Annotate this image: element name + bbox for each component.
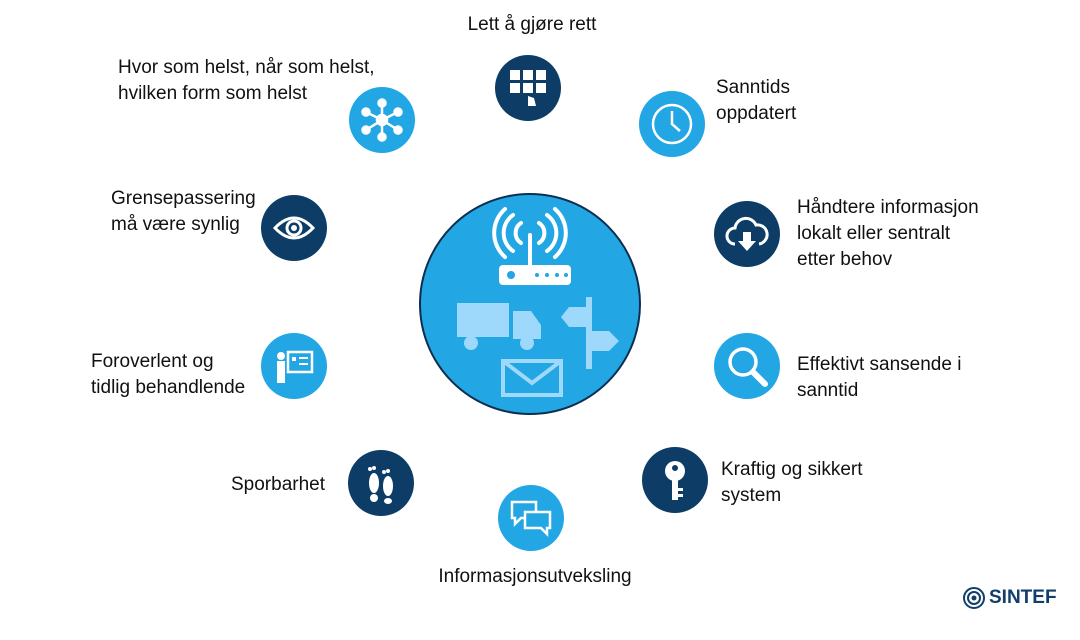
eye-icon	[261, 195, 327, 261]
sintef-logo-icon	[963, 587, 985, 609]
node-label-top: Lett å gjøre rett	[468, 12, 597, 38]
apps-grid-icon	[495, 55, 561, 121]
presenter-icon	[261, 333, 327, 399]
label-line: Sanntids	[716, 77, 790, 98]
label-line: etter behov	[797, 249, 893, 270]
sintef-logo: SINTEF	[963, 587, 1057, 609]
router-wifi-icon	[492, 207, 568, 269]
signpost-icon	[561, 297, 619, 369]
label-line: Hvor som helst, når som helst,	[118, 57, 375, 78]
footprints-icon	[348, 450, 414, 516]
node-label-exchange: Informasjonsutveksling	[438, 564, 631, 590]
label-line: hvilken form som helst	[118, 83, 308, 104]
label-line: Informasjonsutveksling	[438, 566, 632, 587]
node-label-secure: Kraftig og sikkert system	[721, 457, 863, 509]
label-line: sanntid	[797, 380, 859, 401]
label-line: Foroverlent og	[91, 351, 214, 372]
label-line: Håndtere informasjon	[797, 197, 979, 218]
envelope-icon	[501, 359, 563, 397]
label-line: Kraftig og sikkert	[721, 459, 863, 480]
node-label-cloud: Håndtere informasjon lokalt eller sentral…	[797, 195, 979, 273]
node-label-realtime: Sanntids oppdatert	[716, 75, 796, 127]
label-line: Lett å gjøre rett	[467, 14, 597, 35]
truck-icon	[457, 303, 541, 350]
network-hub-icon	[349, 87, 415, 153]
cloud-download-icon	[714, 201, 780, 267]
label-line: oppdatert	[716, 103, 797, 124]
label-line: system	[721, 485, 782, 506]
magnifier-icon	[714, 333, 780, 399]
node-label-proactive: Foroverlent og tidlig behandlende	[91, 349, 245, 401]
node-label-sensing: Effektivt sansende i sanntid	[797, 352, 961, 404]
node-label-anywhere: Hvor som helst, når som helst, hvilken fo…	[118, 55, 375, 107]
node-label-trace: Sporbarhet	[231, 472, 325, 498]
label-line: Grensepassering	[111, 188, 256, 209]
chat-bubbles-icon	[498, 485, 564, 551]
hub-icons	[457, 207, 619, 397]
label-line: må være synlig	[111, 214, 240, 235]
label-line: Sporbarhet	[231, 474, 326, 495]
label-line: Effektivt sansende i	[797, 354, 962, 375]
label-line: lokalt eller sentralt	[797, 223, 951, 244]
key-icon	[642, 447, 708, 513]
logo-text: SINTEF	[989, 587, 1057, 608]
label-line: tidlig behandlende	[91, 377, 246, 398]
central-hub-circle	[419, 193, 641, 415]
clock-icon	[639, 91, 705, 157]
node-label-border: Grensepassering må være synlig	[111, 186, 256, 238]
